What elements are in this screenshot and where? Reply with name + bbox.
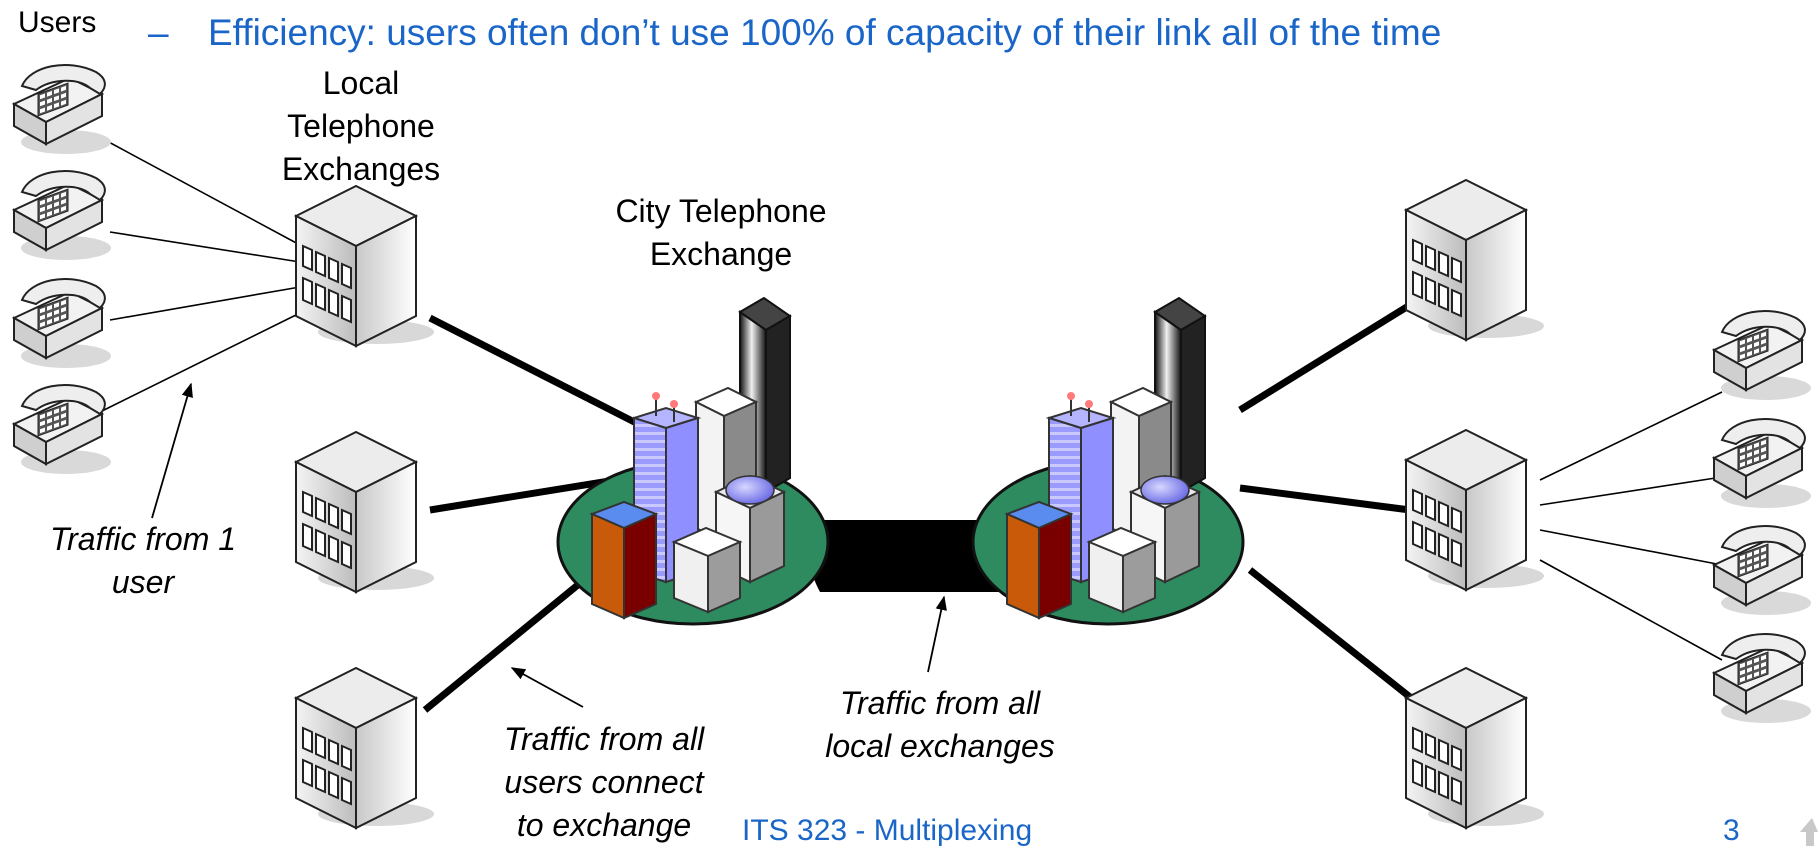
city-exchange-icon [971,296,1245,626]
traffic-one-user-line-1: Traffic from 1 [49,521,237,557]
local-exchange-building-icon [1405,179,1545,341]
bullet-text: Efficiency: users often don’t use 100% o… [208,12,1442,53]
phone-icon [1713,632,1812,724]
city-exchange-line-1: City Telephone [615,193,827,229]
phone-icon [13,277,112,369]
users-label: Users [18,6,97,39]
phone-icon [13,383,112,475]
traffic-all-users-line-1: Traffic from all [503,721,705,757]
local-exchange-building-icon [1405,429,1545,591]
annotation-arrows [151,382,947,708]
bullet-dash: – [148,12,169,53]
phone-icon [13,63,112,155]
phone-icon [13,169,112,261]
local-exchange-building-icon [295,667,435,829]
traffic-all-users-line-3: to exchange [516,807,692,843]
city-exchange-icon [556,296,830,626]
page-number: 3 [1723,814,1740,847]
local-exchange-building-icon [295,185,435,347]
phone-icon [1713,309,1812,401]
city-exchange-label: City Telephone Exchange [578,190,864,276]
arrow-traffic-all-users [510,667,584,708]
arrow-traffic-one-user [151,382,193,519]
local-exchanges-label: Local Telephone Exchanges [248,62,474,191]
user-lines-left [99,139,303,413]
local-exchanges-line-3: Exchanges [281,151,441,187]
traffic-local-line-2: local exchanges [825,728,1055,764]
local-exchanges-line-1: Local [322,65,400,101]
traffic-all-users-line-2: users connect [504,764,704,800]
phone-icon [1713,524,1812,616]
arrow-traffic-local-exchanges [927,595,947,673]
footer-title: ITS 323 - Multiplexing [742,814,1033,847]
traffic-local-line-1: Traffic from all [839,685,1041,721]
traffic-all-users-label: Traffic from all users connect to exchan… [478,718,730,847]
nav-arrow-icon[interactable] [1800,818,1818,832]
local-exchanges-line-2: Telephone [287,108,435,144]
traffic-local-exchanges-label: Traffic from all local exchanges [800,682,1080,768]
traffic-one-user-line-2: user [111,564,175,600]
phone-icon [1713,417,1812,509]
local-exchange-building-icon [295,431,435,593]
city-exchange-line-2: Exchange [649,236,793,272]
traffic-one-user-label: Traffic from 1 user [20,518,266,604]
local-exchange-building-icon [1405,667,1545,829]
user-lines-right [1539,391,1723,661]
